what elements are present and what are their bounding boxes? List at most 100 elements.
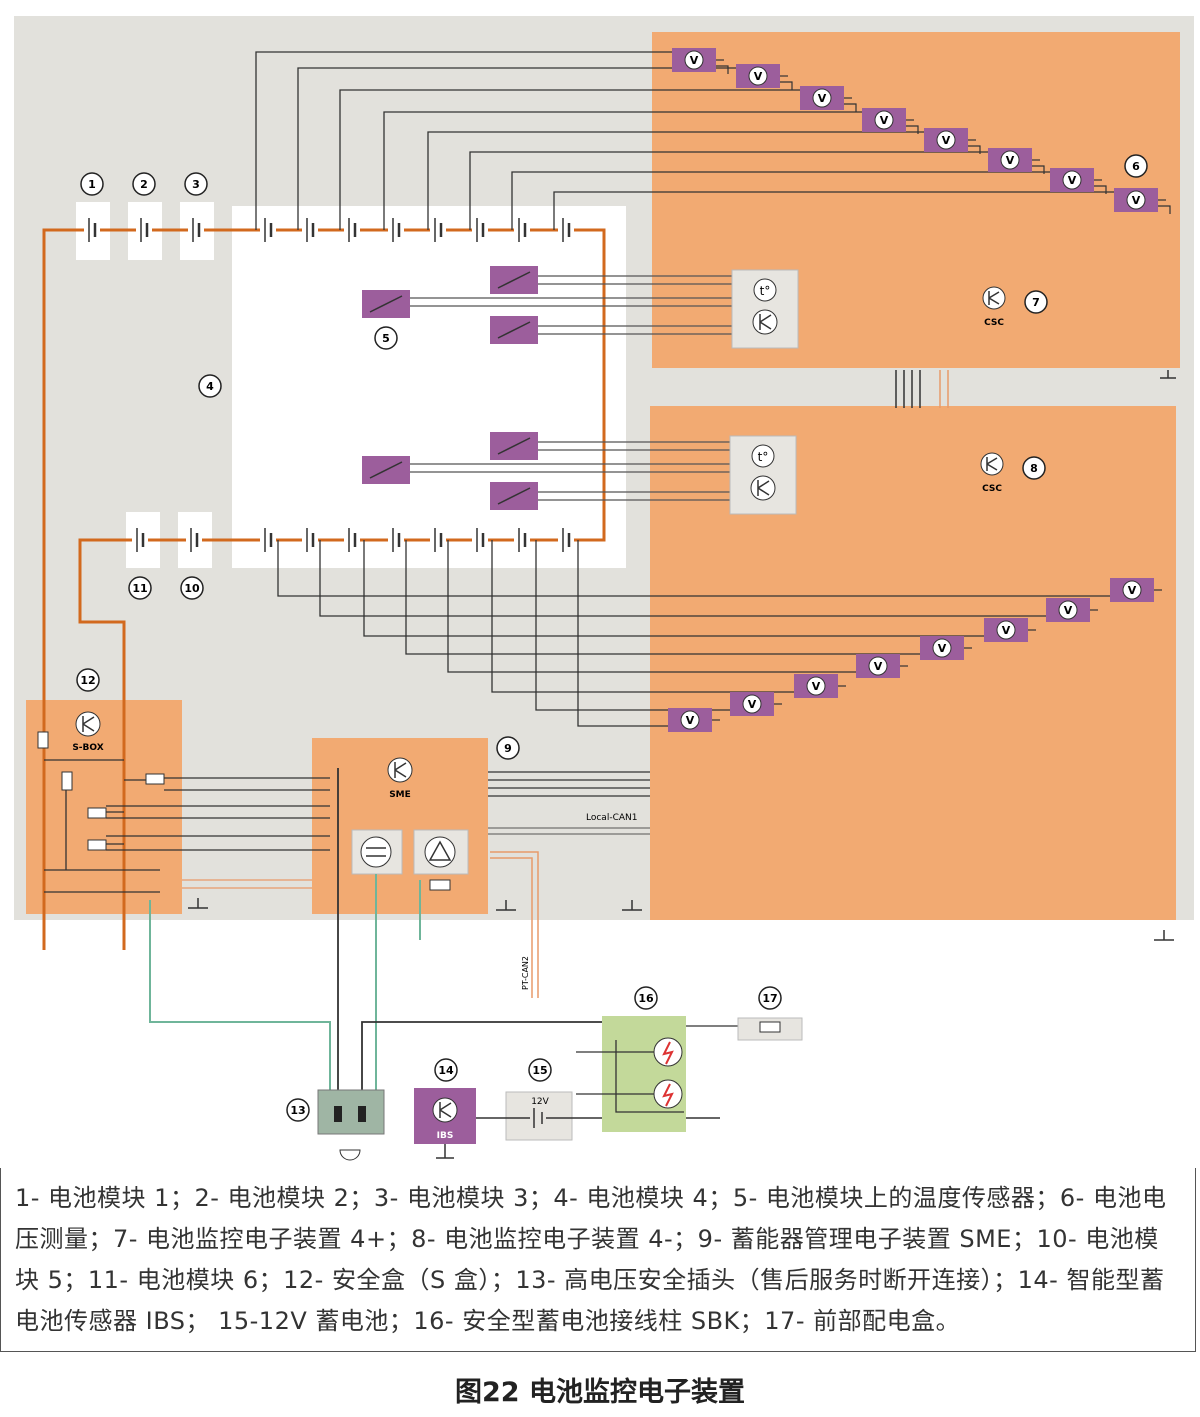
- callout-12: 12: [76, 668, 100, 692]
- voltmeter-symbol: V: [1132, 194, 1141, 207]
- callout-number: 3: [192, 178, 200, 191]
- callout-8: 8: [1022, 456, 1046, 480]
- voltage-wires-top: [255, 51, 1171, 230]
- callout-number: 2: [140, 178, 148, 191]
- plug-pin: [334, 1106, 342, 1122]
- voltmeter-icon: [806, 676, 826, 696]
- battery-cell-icon: [260, 528, 276, 552]
- voltmeter-symbol: V: [938, 642, 947, 655]
- green-wire-left: [149, 900, 331, 1100]
- voltage-chain-wire: [780, 81, 793, 90]
- voltage-chain-wire: [1094, 185, 1107, 194]
- callout-3: 3: [184, 172, 208, 196]
- ground-symbol: [622, 900, 642, 911]
- voltmeter-symbol: V: [1002, 624, 1011, 637]
- battery-cell-icon: [558, 528, 574, 552]
- transistor-symbol: [988, 291, 1000, 305]
- voltmeter-symbol: V: [874, 660, 883, 673]
- voltage-sense-wire: [577, 540, 668, 727]
- transistor-symbol: [757, 480, 770, 496]
- voltmeter-icon: [812, 88, 832, 108]
- voltage-sense-wire: [469, 151, 988, 230]
- temp-sensor-wires: [410, 441, 732, 501]
- battery-cell-icon: [388, 528, 404, 552]
- pt-can-label: PT-CAN2: [521, 956, 530, 990]
- voltmeter-icon: [936, 130, 956, 150]
- battery-cell-icon: [514, 218, 530, 242]
- callout-number: 14: [438, 1064, 454, 1077]
- voltmeter-icon: [748, 66, 768, 86]
- temperature-symbol: t°: [760, 284, 771, 298]
- callout-number: 5: [382, 332, 390, 345]
- switch-symbol: [366, 847, 386, 857]
- voltmeter-symbol: V: [812, 680, 821, 693]
- voltage-chain-wire: [716, 65, 729, 74]
- voltage-measurement-box: V: [924, 128, 976, 152]
- sme-label: SME: [389, 790, 411, 800]
- temp-sensor-symbol: [497, 487, 531, 505]
- battery-12v-box: [505, 1091, 573, 1141]
- sbk-box: [602, 1016, 686, 1132]
- voltage-measurement-box: V: [730, 692, 782, 716]
- temp-sensor-symbol: [369, 295, 403, 313]
- temperature-sensors-bottom: [362, 432, 732, 510]
- voltmeter-symbol: V: [1006, 154, 1015, 167]
- callout-number: 1: [88, 178, 96, 191]
- voltage-measurement-box: V: [1114, 188, 1166, 212]
- transistor-icon: [750, 475, 776, 501]
- voltage-measurement-box: V: [794, 674, 846, 698]
- csc-link-wires: [895, 370, 921, 408]
- transistor-symbol: [986, 457, 998, 471]
- battery-cell-icon: [260, 218, 276, 242]
- sme-box: SME: [351, 757, 516, 911]
- callout-13: 13: [286, 1098, 310, 1122]
- battery-cell-icon: [430, 528, 446, 552]
- callout-number: 4: [206, 380, 214, 393]
- callout-4: 4: [198, 374, 222, 398]
- shunt: [87, 839, 107, 851]
- voltage-sense-wire: [363, 540, 984, 637]
- csc-top-label: CSC: [984, 318, 1004, 328]
- callout-7: 7: [1024, 290, 1048, 314]
- ground-symbol: [1154, 930, 1174, 941]
- voltage-chain-wire: [844, 103, 857, 112]
- temp-sensor-wires: [410, 275, 732, 335]
- temp-sensor-symbol: [497, 437, 531, 455]
- voltage-measurement-box: V: [856, 654, 908, 678]
- voltage-chain-wire: [1158, 205, 1171, 214]
- csc-top-box: t° CSC: [731, 269, 1006, 349]
- plug-pin: [358, 1106, 366, 1122]
- battery-cell-icon: [136, 218, 152, 242]
- csc-transistor-icon: [982, 286, 1006, 310]
- voltage-sense-wire: [535, 540, 730, 711]
- s-box: S-BOX: [37, 711, 208, 909]
- callout-11: 11: [128, 576, 152, 600]
- voltage-measurement-box: V: [1110, 578, 1162, 602]
- callout-10: 10: [180, 576, 204, 600]
- callout-number: 6: [1132, 160, 1140, 173]
- voltmeter-symbol: V: [942, 134, 951, 147]
- battery-cell-icon: [186, 528, 202, 552]
- callout-number: 8: [1030, 462, 1038, 475]
- temp-sensor-symbol: [369, 461, 403, 479]
- voltage-measurement-box: V: [736, 64, 788, 88]
- voltage-sense-wire: [427, 131, 924, 230]
- voltage-measurement-box: V: [862, 108, 914, 132]
- voltage-chain-wire: [968, 145, 981, 154]
- s-box-panel: [26, 700, 182, 914]
- voltage-measurement-box: V: [1050, 168, 1102, 192]
- voltmeter-symbol: V: [880, 114, 889, 127]
- voltage-sense-wire: [277, 540, 1110, 597]
- callout-number: 11: [132, 582, 147, 595]
- battery-cell-icon: [344, 528, 360, 552]
- battery-cell-icon: [472, 528, 488, 552]
- voltage-sense-wire: [511, 171, 1050, 230]
- sme-transistor-icon: [387, 757, 413, 783]
- voltage-measurement-box: V: [988, 148, 1040, 172]
- voltmeter-icon: [684, 50, 704, 70]
- top-cell-row: [84, 218, 574, 242]
- battery-12v-label: 12V: [531, 1097, 549, 1107]
- callout-6: 6: [1124, 154, 1148, 178]
